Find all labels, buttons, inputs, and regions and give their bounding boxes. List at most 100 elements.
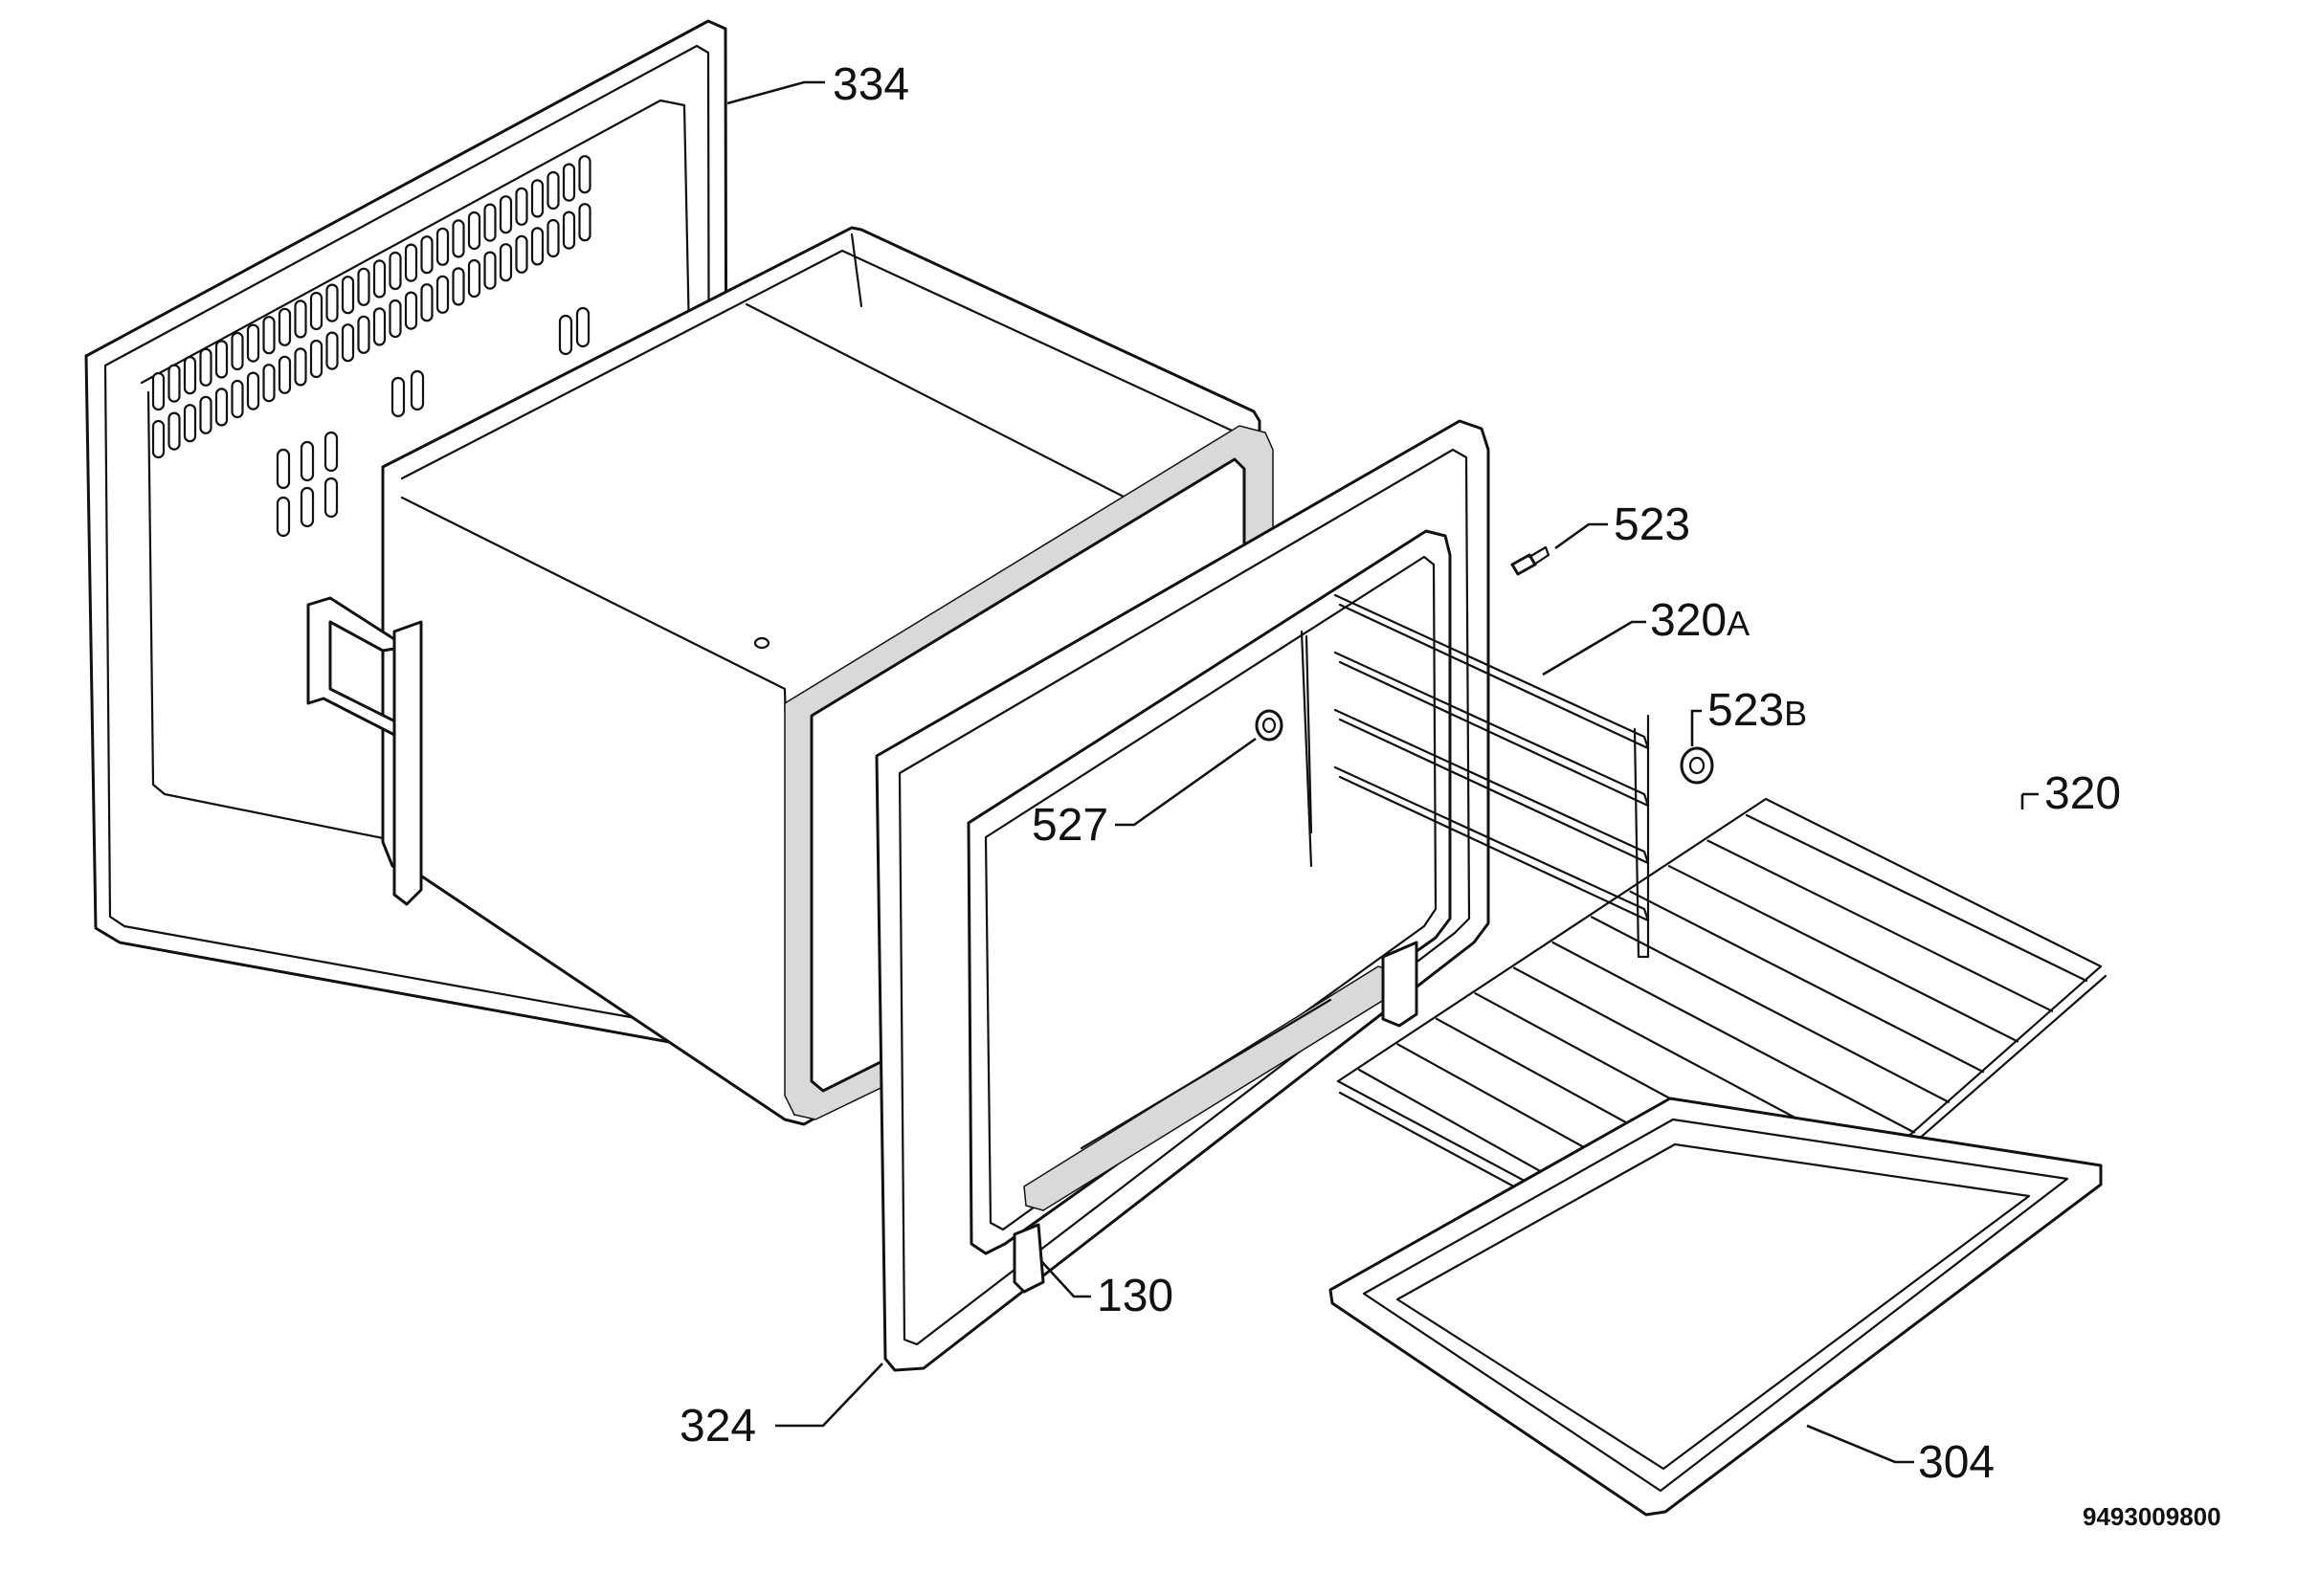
vent-slot <box>325 283 339 322</box>
vent-slot <box>390 376 406 418</box>
shelf-wire <box>1745 813 2088 983</box>
vent-slot <box>435 275 450 314</box>
svg-text:527: 527 <box>1032 800 1108 851</box>
vent-slot <box>467 211 481 251</box>
vent-slot <box>309 291 323 331</box>
vent-slot <box>483 251 497 290</box>
vent-slot <box>515 187 528 226</box>
vent-slot <box>372 307 387 346</box>
vent-slot <box>530 227 545 266</box>
callout-527-number: 527 <box>1032 800 1108 851</box>
vent-slot <box>404 243 418 282</box>
vent-slot <box>452 267 465 306</box>
support-upright <box>1305 634 1313 834</box>
vent-slot <box>578 203 591 242</box>
vent-slot <box>231 379 244 419</box>
callout-324-number: 324 <box>680 1401 756 1452</box>
callout-320A: 320A <box>1650 595 1750 646</box>
vent-slot <box>231 331 244 371</box>
vent-slot <box>151 419 166 459</box>
vent-slot <box>435 227 450 266</box>
callout-320A-number: 320 <box>1650 595 1727 646</box>
callout-130: 130 <box>1097 1271 1173 1321</box>
vent-slot <box>357 267 370 306</box>
callout-304-number: 304 <box>1918 1437 1995 1488</box>
support-rail <box>1333 593 1650 750</box>
shelf-wire <box>1551 941 1916 1134</box>
rear-panel-ventilation-slots <box>151 155 591 538</box>
support-rail <box>1333 651 1650 808</box>
shelf-wire <box>1667 865 2019 1043</box>
vent-slot <box>357 315 370 354</box>
vent-slot <box>372 259 387 299</box>
callout-320: 320 <box>2044 768 2121 819</box>
vent-slot <box>325 331 339 370</box>
screw-523 <box>1510 545 1550 576</box>
vent-slot <box>341 323 355 363</box>
support-upright <box>1633 714 1650 959</box>
vent-slot <box>294 347 307 387</box>
spacer-523B <box>1680 746 1714 785</box>
vent-slot <box>515 234 528 274</box>
svg-text:523: 523 <box>1614 499 1690 550</box>
vent-slot <box>558 314 573 356</box>
vent-slot <box>420 283 434 322</box>
shelf-wire <box>1629 890 1985 1074</box>
vent-slot <box>389 299 402 339</box>
support-rail <box>1333 765 1650 922</box>
vent-slot <box>452 219 465 258</box>
baking-tray-304 <box>1328 1097 2103 1517</box>
callout-130-number: 130 <box>1097 1271 1173 1321</box>
vent-slot <box>262 364 276 403</box>
vent-slot <box>246 371 260 410</box>
vent-slot <box>404 291 418 330</box>
vent-slot <box>309 339 323 379</box>
vent-slot <box>578 155 591 194</box>
vent-slot <box>410 369 425 411</box>
vent-slot <box>276 448 291 490</box>
callout-523: 523 <box>1614 499 1690 550</box>
callout-523B: 523B <box>1707 685 1807 736</box>
vent-slot <box>546 170 560 211</box>
vent-slot <box>562 211 576 250</box>
drawing-code: 9493009800 <box>2083 1502 2221 1531</box>
callout-334: 334 <box>833 59 909 110</box>
vent-slot <box>276 496 291 538</box>
vent-slot <box>199 347 212 387</box>
svg-text:130: 130 <box>1097 1271 1173 1321</box>
callout-304: 304 <box>1918 1437 1995 1488</box>
callout-523-number: 523 <box>1614 499 1690 550</box>
shelf-support-320A <box>1305 593 1650 959</box>
svg-text:523B: 523B <box>1707 685 1807 736</box>
stud-527 <box>1255 709 1283 742</box>
vent-slot <box>167 411 181 451</box>
vent-slot <box>562 163 576 202</box>
vent-slot <box>246 323 260 363</box>
vent-slot <box>499 243 513 282</box>
vent-slot <box>483 203 497 242</box>
svg-text:324: 324 <box>680 1401 756 1452</box>
vent-slot <box>300 440 315 482</box>
vent-slot <box>323 477 339 519</box>
svg-text:320A: 320A <box>1650 595 1750 646</box>
callout-320-number: 320 <box>2044 768 2121 819</box>
front-frame-324 <box>875 419 1490 1372</box>
vent-slot <box>575 306 591 348</box>
svg-text:334: 334 <box>833 59 909 110</box>
vent-slot <box>530 179 545 218</box>
callout-523B-suffix: B <box>1784 694 1807 733</box>
vent-slot <box>183 404 197 443</box>
shelf-wire <box>1590 916 1951 1103</box>
svg-text:320: 320 <box>2044 768 2121 819</box>
vent-slot <box>214 340 229 379</box>
vent-slot <box>546 218 560 258</box>
callout-527: 527 <box>1032 800 1108 851</box>
shelf-wire <box>1706 839 2054 1012</box>
vent-slot <box>341 276 355 315</box>
support-rail <box>1333 708 1650 865</box>
vent-slot <box>323 431 339 473</box>
vent-slot <box>167 364 181 403</box>
callout-320A-suffix: A <box>1727 604 1750 643</box>
vent-slot <box>214 388 229 427</box>
